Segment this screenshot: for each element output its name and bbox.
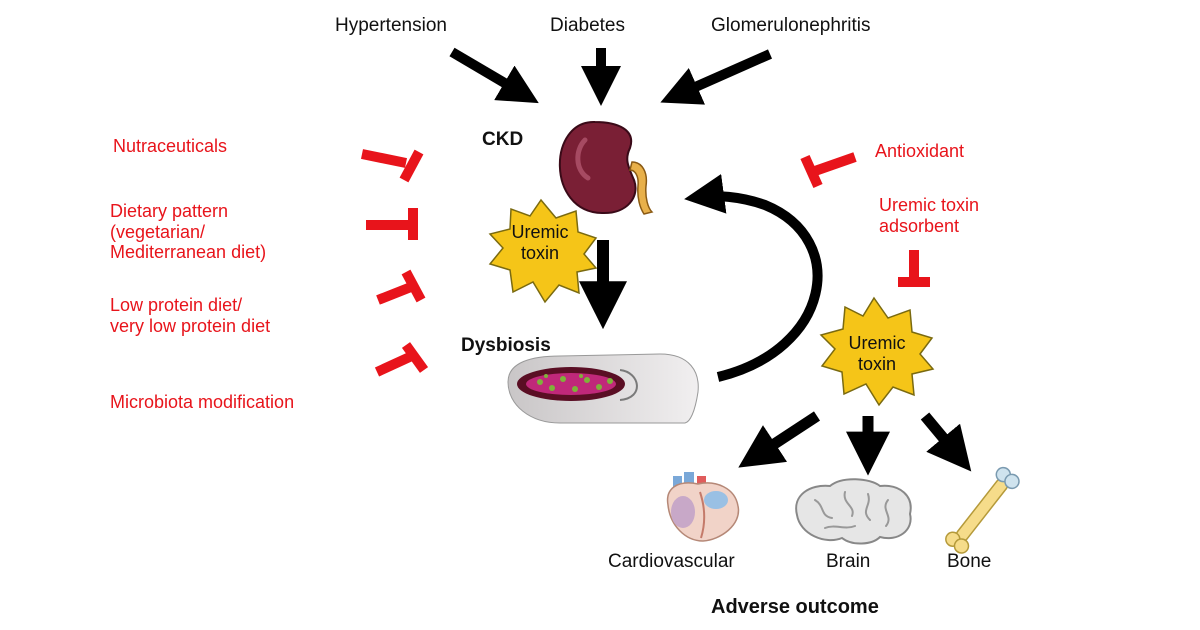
kidney-icon: [558, 120, 654, 215]
inhibitor-adsorbent: [898, 250, 930, 287]
line: Microbiota modification: [110, 392, 295, 412]
curved-arrow-feedback: [684, 174, 823, 382]
inhibitor-antioxidant: [800, 152, 857, 189]
uremic-toxin-label-gut: Uremic toxin: [480, 222, 600, 263]
arrow-toxin-cardiovascular: [738, 411, 821, 468]
intestine-icon: [507, 353, 699, 424]
outcome-brain: Brain: [826, 551, 871, 572]
intervention-nutraceuticals: Nutraceuticals: [113, 136, 227, 157]
intervention-adsorbent: Uremic toxin adsorbent: [879, 195, 979, 236]
line: Nutraceuticals: [113, 136, 228, 156]
inhibitor-microbiota: [374, 342, 429, 377]
uremic-toxin-star-gut: [488, 198, 598, 304]
inhibitor-low-protein: [376, 269, 426, 305]
toxin-line-1: Uremic: [511, 222, 569, 242]
arrow-toxin-bone: [920, 412, 972, 472]
adverse-outcome-title: Adverse outcome: [711, 596, 879, 618]
uremic-toxin-label-circulation: Uremic toxin: [817, 333, 937, 374]
brain-icon: [795, 478, 912, 545]
line: Uremic toxin: [879, 195, 980, 215]
intervention-microbiota: Microbiota modification: [110, 392, 294, 413]
arrow-glomerulonephritis-ckd: [660, 49, 773, 105]
inhibitor-nutraceuticals: [360, 149, 424, 183]
heart-icon: [666, 472, 740, 542]
toxin-line-2: toxin: [520, 242, 560, 263]
line: very low protein diet: [110, 315, 271, 336]
cause-arrows: [449, 47, 773, 106]
intervention-antioxidant: Antioxidant: [875, 141, 964, 162]
outcome-cardiovascular: Cardiovascular: [608, 551, 735, 572]
toxin-line-2: toxin: [857, 353, 897, 374]
cause-hypertension: Hypertension: [335, 15, 447, 36]
line: Mediterranean diet): [110, 242, 267, 263]
inhibitor-dietary-pattern: [366, 208, 418, 240]
line: Dietary pattern: [110, 201, 229, 221]
outcome-arrows: [738, 411, 972, 476]
bone-icon: [945, 466, 1020, 554]
cause-glomerulonephritis: Glomerulonephritis: [711, 15, 871, 36]
uremic-toxin-star-circulation: [819, 296, 935, 407]
line: (vegetarian/: [110, 221, 206, 242]
arrow-hypertension-ckd: [449, 47, 539, 104]
toxin-line-1: Uremic: [848, 333, 906, 353]
ckd-label: CKD: [482, 129, 524, 150]
line: Low protein diet/: [110, 295, 243, 315]
line: Antioxidant: [875, 141, 965, 161]
line: adsorbent: [879, 215, 960, 236]
intervention-low-protein: Low protein diet/ very low protein diet: [110, 295, 270, 336]
dysbiosis-label: Dysbiosis: [461, 335, 551, 356]
inhibitor-symbols: [360, 149, 930, 377]
intervention-dietary-pattern: Dietary pattern (vegetarian/ Mediterrane…: [110, 201, 266, 263]
cause-diabetes: Diabetes: [550, 15, 625, 36]
outcome-bone: Bone: [947, 551, 992, 572]
